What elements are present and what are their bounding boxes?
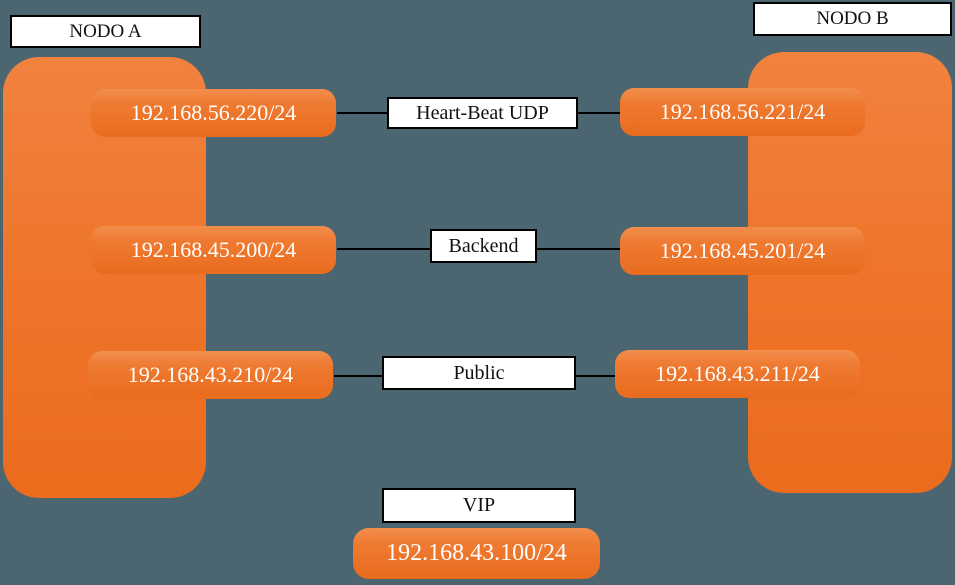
- node-a-ip-public: 192.168.43.210/24: [88, 351, 333, 399]
- connector-public-right: [574, 375, 617, 377]
- node-a-ip-heartbeat: 192.168.56.220/24: [91, 89, 336, 137]
- vip-ip: 192.168.43.100/24: [353, 528, 600, 579]
- vip-label: VIP: [382, 488, 576, 523]
- connector-heartbeat-left: [337, 112, 389, 114]
- link-label-public: Public: [382, 356, 576, 390]
- node-a-ip-backend: 192.168.45.200/24: [91, 226, 336, 274]
- link-label-heartbeat: Heart-Beat UDP: [387, 97, 578, 129]
- node-a-title: NODO A: [10, 15, 201, 48]
- connector-backend-left: [337, 248, 432, 250]
- node-b-ip-heartbeat: 192.168.56.221/24: [620, 88, 865, 136]
- connector-heartbeat-right: [576, 112, 622, 114]
- link-label-backend: Backend: [430, 229, 537, 263]
- node-b-ip-backend: 192.168.45.201/24: [620, 227, 865, 275]
- node-b-title: NODO B: [753, 2, 952, 36]
- connector-public-left: [334, 375, 384, 377]
- connector-backend-right: [535, 248, 622, 250]
- node-b-ip-public: 192.168.43.211/24: [615, 350, 860, 398]
